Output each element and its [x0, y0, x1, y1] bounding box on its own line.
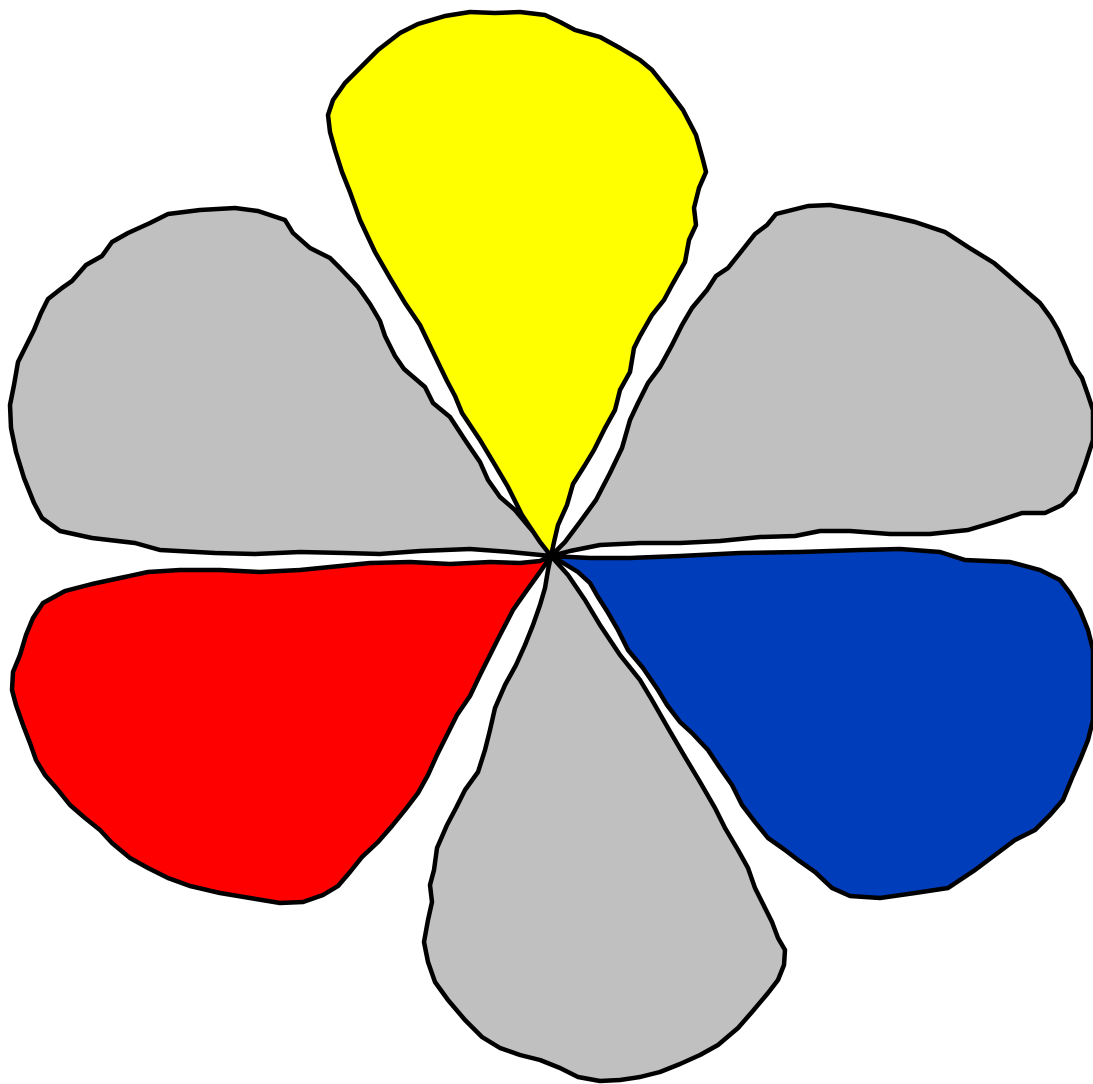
flower-center [547, 553, 555, 561]
